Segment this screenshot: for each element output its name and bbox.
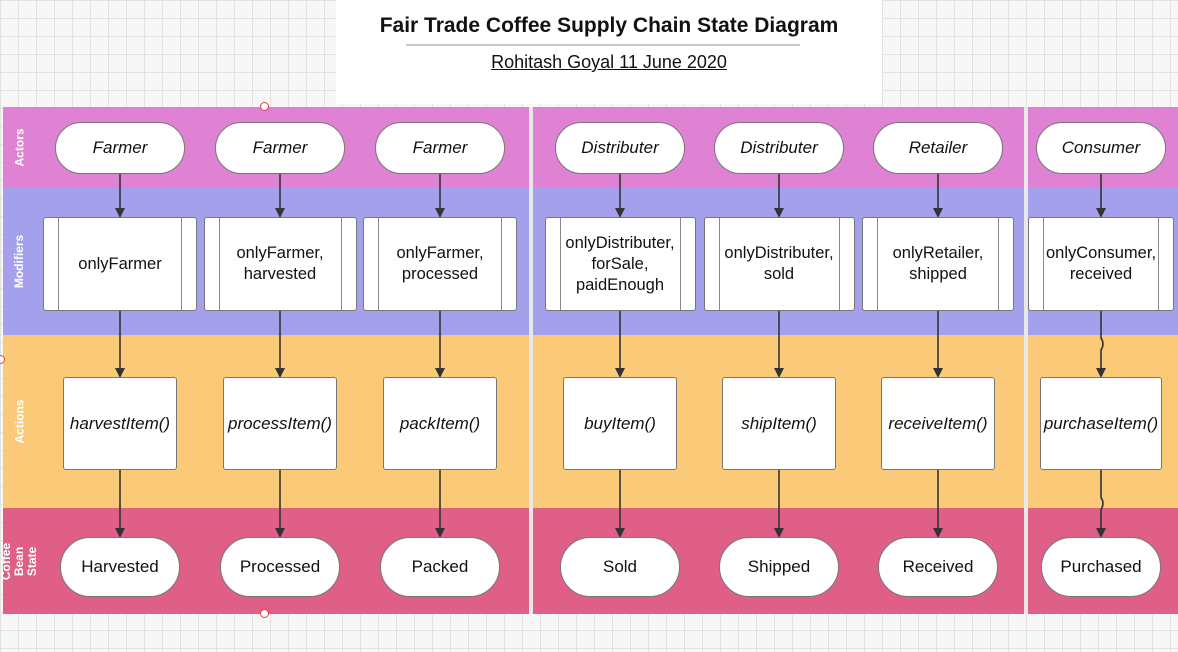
action-node[interactable]: buyItem() bbox=[563, 377, 677, 470]
state-node[interactable]: Harvested bbox=[60, 537, 180, 597]
modifier-node[interactable]: onlyFarmer, harvested bbox=[203, 217, 357, 311]
state-node[interactable]: Processed bbox=[220, 537, 340, 597]
modifier-bar-left bbox=[218, 218, 220, 310]
state-node[interactable]: Packed bbox=[380, 537, 500, 597]
state-node[interactable]: Purchased bbox=[1041, 537, 1161, 597]
selection-handle-bottom[interactable] bbox=[260, 609, 269, 618]
diagram-header: Fair Trade Coffee Supply Chain State Dia… bbox=[336, 0, 882, 104]
lane-divider-right bbox=[1024, 107, 1028, 614]
action-node[interactable]: processItem() bbox=[223, 377, 337, 470]
modifier-bar-right bbox=[998, 218, 999, 310]
actor-node[interactable]: Farmer bbox=[375, 122, 505, 174]
title-underline bbox=[406, 44, 800, 46]
state-node[interactable]: Sold bbox=[560, 537, 680, 597]
modifier-bar-left bbox=[58, 218, 59, 310]
state-node[interactable]: Received bbox=[878, 537, 998, 597]
diagram-title: Fair Trade Coffee Supply Chain State Dia… bbox=[379, 14, 839, 37]
modifier-node[interactable]: onlyFarmer, processed bbox=[363, 217, 517, 311]
selection-handle-left[interactable] bbox=[0, 355, 5, 364]
actor-node[interactable]: Distributer bbox=[714, 122, 844, 174]
action-node[interactable]: purchaseItem() bbox=[1040, 377, 1162, 470]
lane-divider-left bbox=[529, 107, 533, 614]
modifier-text: onlyDistributer, sold bbox=[724, 244, 834, 283]
modifier-text: onlyConsumer, received bbox=[1045, 244, 1157, 283]
modifier-bar-left bbox=[1043, 218, 1044, 310]
flow-arrow bbox=[1096, 311, 1106, 378]
action-node[interactable]: harvestItem() bbox=[63, 377, 177, 470]
modifier-text: onlyFarmer, processed bbox=[396, 244, 484, 283]
modifier-text: onlyFarmer, harvested bbox=[236, 244, 324, 283]
action-node[interactable]: shipItem() bbox=[722, 377, 836, 470]
modifier-bar-left bbox=[877, 218, 878, 310]
modifier-bar-left bbox=[378, 218, 379, 310]
modifier-bar-right bbox=[1158, 218, 1159, 310]
modifier-bar-right bbox=[340, 218, 342, 310]
modifier-text: onlyDistributer, forSale, paidEnough bbox=[565, 233, 675, 294]
modifier-text: onlyRetailer, shipped bbox=[892, 244, 984, 283]
flow-arrow bbox=[1096, 470, 1106, 538]
modifier-node[interactable]: onlyDistributer, sold bbox=[703, 217, 855, 311]
modifier-node[interactable]: onlyConsumer, received bbox=[1028, 217, 1174, 311]
actor-node[interactable]: Farmer bbox=[215, 122, 345, 174]
modifier-bar-right bbox=[181, 218, 182, 310]
actor-node[interactable]: Farmer bbox=[55, 122, 185, 174]
selection-handle-top[interactable] bbox=[260, 102, 269, 111]
actor-node[interactable]: Distributer bbox=[555, 122, 685, 174]
modifier-node[interactable]: onlyFarmer bbox=[43, 217, 197, 311]
modifier-bar-right bbox=[679, 218, 681, 310]
action-node[interactable]: packItem() bbox=[383, 377, 497, 470]
modifier-node[interactable]: onlyDistributer, forSale, paidEnough bbox=[544, 217, 696, 311]
modifier-bar-right bbox=[501, 218, 502, 310]
action-node[interactable]: receiveItem() bbox=[881, 377, 995, 470]
modifier-node[interactable]: onlyRetailer, shipped bbox=[862, 217, 1014, 311]
modifier-bar-left bbox=[718, 218, 720, 310]
diagram-subtitle: Rohitash Goyal 11 June 2020 bbox=[491, 52, 727, 72]
state-node[interactable]: Shipped bbox=[719, 537, 839, 597]
actor-node[interactable]: Consumer bbox=[1036, 122, 1166, 174]
modifier-bar-right bbox=[838, 218, 840, 310]
modifier-text: onlyFarmer bbox=[78, 254, 162, 273]
modifier-bar-left bbox=[559, 218, 561, 310]
actor-node[interactable]: Retailer bbox=[873, 122, 1003, 174]
